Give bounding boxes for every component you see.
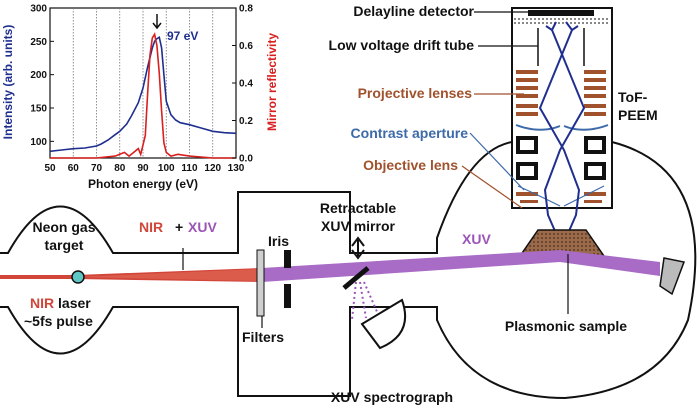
lens-plate xyxy=(584,94,606,98)
objective-lens-blocks xyxy=(516,136,606,180)
delayline-detector-plate xyxy=(528,10,594,16)
chamber-outline-bottom xyxy=(0,141,697,400)
x-tick-label: 70 xyxy=(91,163,103,174)
y-tick-label: 200 xyxy=(30,70,47,81)
x-tick-label: 50 xyxy=(44,163,56,174)
lens-plate xyxy=(584,112,606,116)
chamber-outline-top xyxy=(0,141,513,254)
tof-label-1: ToF- xyxy=(618,89,648,105)
lens-plate xyxy=(516,94,538,98)
filters-label: Filters xyxy=(242,329,284,345)
x-tick-label: 90 xyxy=(137,163,149,174)
reflectivity-series xyxy=(50,32,236,159)
lens-plate xyxy=(516,86,538,90)
iris-top xyxy=(284,250,291,268)
y2-tick-label: 0.8 xyxy=(239,4,253,15)
xuv-spectrograph-grating xyxy=(360,298,407,350)
neon-label-2: target xyxy=(45,237,84,253)
lens-plate xyxy=(584,86,606,90)
contrast-aperture xyxy=(515,124,609,131)
lens-plate xyxy=(516,70,538,74)
lens-plate xyxy=(516,78,538,82)
plasmonic-label: Plasmonic sample xyxy=(505,318,627,334)
neon-gas-target xyxy=(71,270,85,284)
nir-laser-nir: NIR xyxy=(30,295,54,311)
xuv-label: XUV xyxy=(188,219,217,235)
y2-tick-label: 0.2 xyxy=(239,116,253,127)
xuv-mirror xyxy=(342,266,370,290)
x-tick-label: 80 xyxy=(114,163,126,174)
x-axis-ticks: 50 60 70 80 90 100 110 120 130 xyxy=(44,163,244,174)
objective-lens-plates xyxy=(516,192,606,203)
y2-axis-ticks: 0.0 0.2 0.4 0.6 0.8 xyxy=(232,4,253,165)
y2-tick-label: 0.0 xyxy=(239,154,253,165)
chart-grid xyxy=(72,8,214,158)
focusing-mirror xyxy=(659,257,686,296)
neon-label-1: Neon gas xyxy=(32,219,95,235)
filters xyxy=(256,249,265,317)
retractable-label-1: Retractable xyxy=(320,200,396,216)
spectrum-chart: 50 60 70 80 90 100 110 120 130 100 150 200 250 300 0… xyxy=(1,4,279,192)
y-tick-label: 300 xyxy=(30,4,47,15)
objective-lens-label: Objective lens xyxy=(363,157,458,173)
spectrograph-label: XUV spectrograph xyxy=(331,389,453,405)
retractable-label-2: XUV mirror xyxy=(321,218,395,234)
nir-label: NIR xyxy=(139,219,163,235)
contrast-aperture-label: Contrast aperture xyxy=(351,125,469,141)
chart-series xyxy=(49,32,237,159)
tof-label-2: PEEM xyxy=(618,107,658,123)
nir-laser-label: NIR laser xyxy=(30,295,91,311)
x-tick-label: 60 xyxy=(68,163,80,174)
y-tick-label: 150 xyxy=(30,104,47,115)
projective-lenses xyxy=(516,70,606,116)
y-tick-label: 250 xyxy=(30,37,47,48)
x-axis-label: Photon energy (eV) xyxy=(88,177,198,191)
nir-laser-rest: laser xyxy=(54,295,91,311)
xuv-beam-label: XUV xyxy=(462,231,491,247)
peak-arrow xyxy=(152,14,162,30)
lens-plate xyxy=(516,112,538,116)
drift-tube-label: Low voltage drift tube xyxy=(329,37,475,53)
lens-plate xyxy=(584,78,606,82)
y-tick-label: 100 xyxy=(30,137,47,148)
diffracted-xuv xyxy=(351,281,379,321)
x-tick-label: 110 xyxy=(181,163,198,174)
leader-lines xyxy=(261,11,569,328)
lens-plate xyxy=(584,104,606,108)
peak-annotation: 97 eV xyxy=(167,29,198,43)
x-tick-label: 130 xyxy=(228,163,245,174)
y-axis-label: Intensity (arb. units) xyxy=(1,25,15,140)
lens-plate xyxy=(584,70,606,74)
x-tick-label: 120 xyxy=(204,163,221,174)
y2-tick-label: 0.4 xyxy=(239,79,253,90)
vacuum-chambers xyxy=(0,141,697,400)
lens-plate xyxy=(516,104,538,108)
iris-bottom xyxy=(284,284,291,308)
y-axis-ticks: 100 150 200 250 300 xyxy=(30,4,54,148)
electron-trajectories xyxy=(538,21,586,239)
y2-tick-label: 0.6 xyxy=(239,41,253,52)
labels: Delayline detector Low voltage drift tub… xyxy=(24,3,658,405)
delayline-label: Delayline detector xyxy=(353,3,474,19)
tof-peem-column xyxy=(511,7,613,239)
y2-axis-label: Mirror reflectivity xyxy=(265,33,279,131)
iris-label: Iris xyxy=(268,233,289,249)
x-tick-label: 100 xyxy=(158,163,175,174)
mirror-arrow xyxy=(351,236,365,260)
plus-label: + xyxy=(175,219,183,235)
pulse-label: ~5fs pulse xyxy=(24,313,93,329)
projective-lenses-label: Projective lenses xyxy=(358,85,473,101)
intensity-series xyxy=(49,36,237,153)
